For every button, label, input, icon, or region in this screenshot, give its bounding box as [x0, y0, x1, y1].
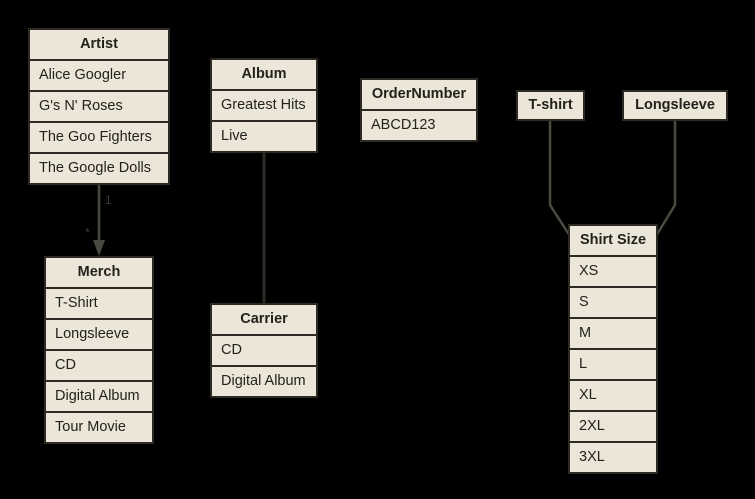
table-merch[interactable]: Merch T-Shirt Longsleeve CD Digital Albu…: [44, 256, 154, 444]
table-shirt-size-row-0[interactable]: XS: [570, 257, 656, 286]
table-carrier-row-1[interactable]: Digital Album: [212, 367, 316, 396]
edge-label-artist-one: 1: [105, 193, 112, 207]
table-shirt-size-row-1[interactable]: S: [570, 288, 656, 317]
table-merch-row-1[interactable]: Longsleeve: [46, 320, 152, 349]
table-album[interactable]: Album Greatest Hits Live: [210, 58, 318, 153]
table-album-header: Album: [212, 60, 316, 89]
table-carrier[interactable]: Carrier CD Digital Album: [210, 303, 318, 398]
table-shirt-size[interactable]: Shirt Size XS S M L XL 2XL 3XL: [568, 224, 658, 474]
table-artist-header: Artist: [30, 30, 168, 59]
table-shirt-size-row-6[interactable]: 3XL: [570, 443, 656, 472]
table-artist[interactable]: Artist Alice Googler G's N' Roses The Go…: [28, 28, 170, 185]
table-carrier-row-0[interactable]: CD: [212, 336, 316, 365]
table-artist-row-3[interactable]: The Google Dolls: [30, 154, 168, 183]
table-shirt-size-row-5[interactable]: 2XL: [570, 412, 656, 441]
table-order-number-header: OrderNumber: [362, 80, 476, 109]
table-merch-row-4[interactable]: Tour Movie: [46, 413, 152, 442]
table-artist-row-0[interactable]: Alice Googler: [30, 61, 168, 90]
table-album-row-0[interactable]: Greatest Hits: [212, 91, 316, 120]
table-order-number-row-0[interactable]: ABCD123: [362, 111, 476, 140]
table-shirt-size-row-4[interactable]: XL: [570, 381, 656, 410]
table-merch-header: Merch: [46, 258, 152, 287]
table-order-number[interactable]: OrderNumber ABCD123: [360, 78, 478, 142]
table-merch-row-3[interactable]: Digital Album: [46, 382, 152, 411]
table-shirt-size-row-3[interactable]: L: [570, 350, 656, 379]
table-tshirt-header: T-shirt: [518, 92, 583, 119]
table-shirt-size-row-2[interactable]: M: [570, 319, 656, 348]
table-artist-row-2[interactable]: The Goo Fighters: [30, 123, 168, 152]
table-tshirt[interactable]: T-shirt: [516, 90, 585, 121]
table-longsleeve-header: Longsleeve: [624, 92, 726, 119]
table-carrier-header: Carrier: [212, 305, 316, 334]
edge-label-merch-many: *: [85, 225, 91, 240]
table-longsleeve[interactable]: Longsleeve: [622, 90, 728, 121]
table-artist-row-1[interactable]: G's N' Roses: [30, 92, 168, 121]
table-shirt-size-header: Shirt Size: [570, 226, 656, 255]
table-merch-row-0[interactable]: T-Shirt: [46, 289, 152, 318]
table-album-row-1[interactable]: Live: [212, 122, 316, 151]
table-merch-row-2[interactable]: CD: [46, 351, 152, 380]
